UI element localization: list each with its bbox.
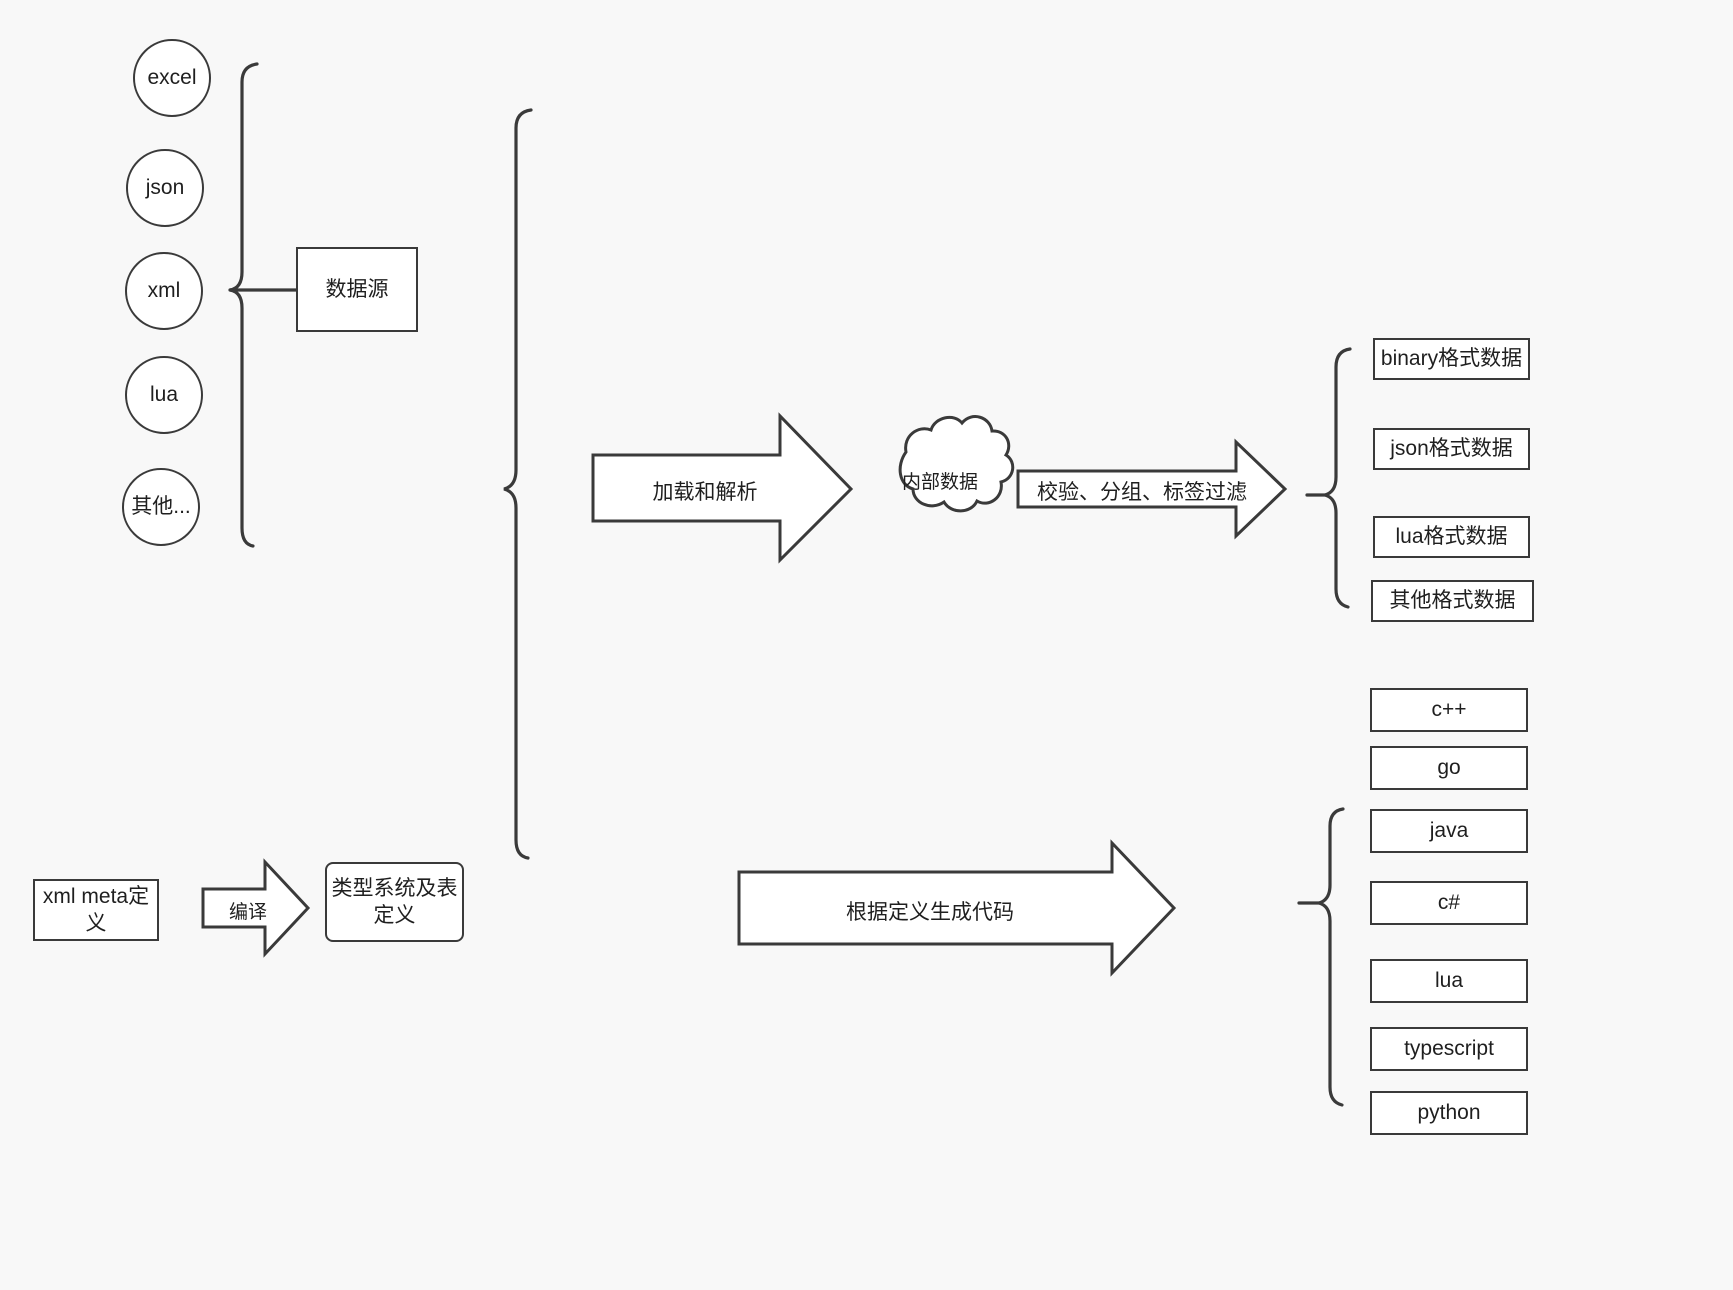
internal-data-cloud bbox=[898, 415, 1015, 513]
output-language-lua[interactable]: lua bbox=[1370, 959, 1528, 1003]
output-language-label: typescript bbox=[1404, 1037, 1494, 1061]
output-language-label: go bbox=[1437, 756, 1461, 780]
data-source-box[interactable]: 数据源 bbox=[296, 247, 418, 332]
data-source-label: 数据源 bbox=[325, 277, 389, 301]
source-node-other[interactable]: 其他... bbox=[122, 468, 200, 546]
source-node-label: json bbox=[145, 176, 185, 200]
output-language-go[interactable]: go bbox=[1370, 746, 1528, 790]
generate-code-arrow-label: 根据定义生成代码 bbox=[846, 901, 1014, 924]
output-language-label: c++ bbox=[1431, 698, 1467, 722]
source-node-label: excel bbox=[147, 66, 197, 90]
source-group-bracket bbox=[229, 62, 259, 548]
output-language-csharp[interactable]: c# bbox=[1370, 881, 1528, 925]
source-node-label: xml bbox=[147, 279, 181, 303]
output-languages-bracket bbox=[1312, 807, 1345, 1107]
source-node-excel[interactable]: excel bbox=[133, 39, 211, 117]
source-node-xml[interactable]: xml bbox=[125, 252, 203, 330]
output-format-label: json格式数据 bbox=[1390, 437, 1513, 461]
internal-data-label: 内部数据 bbox=[901, 472, 978, 493]
output-format-label: 其他格式数据 bbox=[1389, 589, 1516, 613]
source-node-lua[interactable]: lua bbox=[125, 356, 203, 434]
output-format-label: lua格式数据 bbox=[1395, 525, 1508, 549]
output-language-label: c# bbox=[1437, 891, 1461, 915]
output-format-other[interactable]: 其他格式数据 bbox=[1371, 580, 1534, 622]
output-language-java[interactable]: java bbox=[1370, 809, 1528, 853]
xml-meta-definition-label: xml meta定义 bbox=[42, 884, 150, 935]
load-parse-arrow-label: 加载和解析 bbox=[652, 481, 758, 504]
filter-arrow-label: 校验、分组、标签过滤 bbox=[1037, 481, 1247, 504]
type-system-box[interactable]: 类型系统及表定义 bbox=[325, 862, 464, 942]
type-system-label: 类型系统及表定义 bbox=[331, 876, 458, 927]
output-language-python[interactable]: python bbox=[1370, 1091, 1528, 1135]
output-language-label: lua bbox=[1434, 969, 1464, 993]
source-node-json[interactable]: json bbox=[126, 149, 204, 227]
source-node-label: 其他... bbox=[131, 495, 191, 519]
output-language-label: python bbox=[1417, 1101, 1481, 1125]
pipeline-input-bracket bbox=[503, 108, 533, 860]
output-format-label: binary格式数据 bbox=[1380, 347, 1523, 371]
source-node-label: lua bbox=[149, 383, 179, 407]
output-formats-bracket bbox=[1318, 347, 1352, 609]
output-format-json[interactable]: json格式数据 bbox=[1373, 428, 1530, 470]
xml-meta-definition-box[interactable]: xml meta定义 bbox=[33, 879, 159, 941]
compile-arrow-label: 编译 bbox=[228, 902, 267, 923]
output-language-label: java bbox=[1429, 819, 1469, 843]
output-format-lua[interactable]: lua格式数据 bbox=[1373, 516, 1530, 558]
output-language-typescript[interactable]: typescript bbox=[1370, 1027, 1528, 1071]
output-format-binary[interactable]: binary格式数据 bbox=[1373, 338, 1530, 380]
output-language-cpp[interactable]: c++ bbox=[1370, 688, 1528, 732]
